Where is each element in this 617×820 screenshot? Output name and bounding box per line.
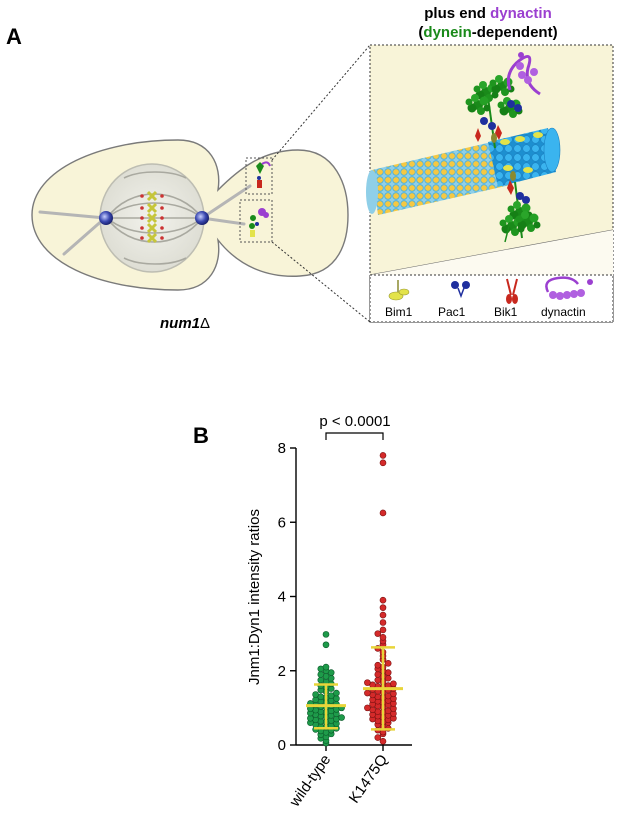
x-axis: wild-type K1475Q — [286, 744, 412, 811]
data-point — [379, 509, 387, 517]
data-point — [374, 661, 382, 669]
data-point — [317, 676, 325, 684]
data-point — [322, 663, 330, 671]
y-axis: 0 2 4 6 8 — [278, 440, 297, 754]
y-tick-label: 0 — [278, 737, 286, 754]
bim1-icon — [388, 280, 410, 301]
significance-bracket — [325, 432, 384, 440]
data-point — [379, 619, 387, 626]
data-point — [322, 631, 330, 638]
panel-a-label: A — [6, 24, 22, 49]
data-point — [327, 692, 335, 699]
data-point — [338, 714, 345, 721]
bik1-icon — [506, 278, 518, 304]
data-point — [379, 611, 387, 619]
microtubule — [366, 127, 561, 215]
p-value-label: p < 0.0001 — [319, 413, 390, 430]
data-point — [374, 671, 382, 678]
data-point — [312, 691, 319, 698]
zoom-title-line2: (dynein-dependent) — [418, 24, 557, 41]
legend-label-bim1: Bim1 — [385, 305, 413, 319]
x-tick-label: K1475Q — [346, 752, 391, 807]
data-point — [374, 676, 382, 684]
panel-b-label: B — [193, 423, 209, 448]
data-point — [364, 689, 371, 697]
y-tick-label: 4 — [278, 589, 286, 606]
legend-label-dynactin: dynactin — [541, 305, 586, 319]
data-point — [379, 626, 387, 634]
data-point — [364, 679, 371, 686]
spindle-pole-body-left — [99, 211, 113, 225]
legend: Bim1 Pac1 Bik1 dynactin — [385, 276, 593, 319]
nucleus — [99, 163, 205, 273]
data-point — [374, 734, 382, 741]
legend-label-bik1: Bik1 — [494, 305, 518, 319]
dynein-complex-top — [465, 52, 541, 149]
zoom-title-line1: plus end dynactin — [424, 5, 552, 22]
data-point — [379, 459, 387, 467]
data-point — [384, 660, 392, 667]
data-point — [379, 634, 387, 641]
data-point — [379, 737, 387, 745]
spindle-pole-body-right — [195, 211, 209, 225]
y-tick-label: 6 — [278, 514, 286, 531]
legend-label-pac1: Pac1 — [438, 305, 466, 319]
pac1-icon — [451, 281, 470, 299]
zoom-box-bottom — [239, 199, 273, 243]
dynein-complex-bottom — [499, 171, 541, 243]
data-point — [379, 596, 387, 604]
data-point — [374, 630, 382, 637]
data-point — [390, 680, 397, 688]
x-tick-label: wild-type — [286, 752, 334, 811]
y-tick-label: 2 — [278, 663, 286, 680]
scatter-chart: p < 0.0001 Jnm1:Dyn1 intensity ratios 0 2… — [246, 413, 412, 811]
data-point — [379, 604, 387, 611]
y-tick-label: 8 — [278, 440, 286, 457]
zoom-box-top — [245, 157, 273, 195]
chromosomes — [140, 190, 164, 244]
mean-sd-bars — [306, 646, 403, 731]
cell-label: num1Δ — [160, 315, 210, 332]
y-axis-label: Jnm1:Dyn1 intensity ratios — [246, 509, 263, 685]
data-point — [379, 452, 387, 459]
data-point — [333, 689, 340, 697]
data-point — [364, 704, 371, 712]
data-point — [317, 671, 325, 678]
data-point — [322, 641, 330, 649]
dynactin-icon — [545, 276, 593, 300]
zoom-lines — [271, 44, 371, 323]
astral-microtubules — [38, 184, 252, 256]
